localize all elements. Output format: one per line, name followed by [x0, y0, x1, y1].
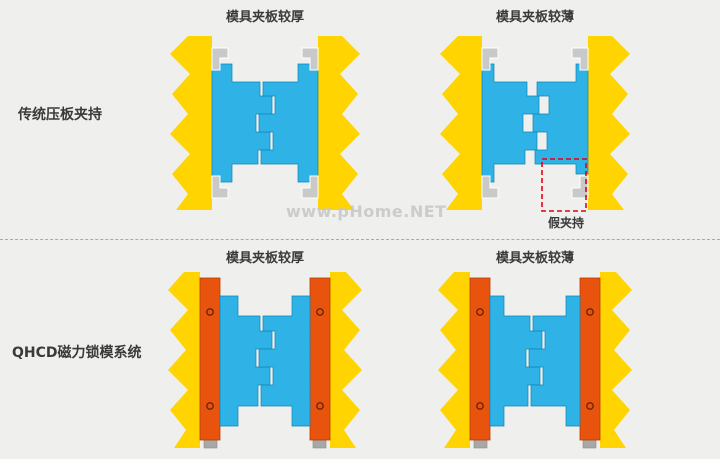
magnetic-chuck-left [199, 277, 221, 441]
section-label-magnetic-system: QHCD磁力锁模系统 [12, 345, 142, 361]
mold-half-left [211, 63, 273, 183]
platen-right [588, 36, 630, 210]
false-clamping-label: 假夹持 [547, 216, 584, 230]
clamp-bottom-left [211, 175, 229, 199]
diagram-traditional-thin [440, 36, 630, 212]
mold-half-left [489, 295, 543, 427]
mold-half-right [258, 295, 311, 427]
mold-half-left [219, 295, 273, 427]
platen-right [600, 272, 632, 448]
mold-half-right [528, 295, 581, 427]
clamp-top-right [571, 47, 589, 71]
magnetic-chuck-left [469, 277, 491, 441]
watermark-text: www.pHome.NET [286, 202, 447, 221]
title-traditional-thick: 模具夹板较厚 [225, 10, 304, 25]
bolt-icon [206, 402, 214, 410]
platen-left [440, 36, 482, 210]
title-traditional-thin: 模具夹板较薄 [495, 10, 574, 25]
magnetic-chuck-right [579, 277, 601, 441]
platen-left [438, 272, 470, 448]
bolt-icon [476, 308, 484, 316]
platen-left [168, 272, 200, 448]
clamp-bottom-right [571, 175, 589, 199]
mold-half-right [258, 63, 319, 183]
clamp-top-right [301, 47, 319, 71]
platen-right [330, 272, 362, 448]
bolt-icon [586, 308, 594, 316]
clamp-top-left [481, 47, 499, 71]
platen-left [170, 36, 212, 210]
bolt-icon [316, 308, 324, 316]
bolt-icon [206, 308, 214, 316]
magnetic-chuck-right [309, 277, 331, 441]
section-divider [0, 239, 720, 240]
clamp-top-left [211, 47, 229, 71]
clamp-bottom-right [301, 175, 319, 199]
bolt-icon [316, 402, 324, 410]
clamp-bottom-left [481, 175, 499, 199]
bolt-icon [476, 402, 484, 410]
title-magnetic-thin: 模具夹板较薄 [495, 251, 574, 266]
diagram-magnetic-thick [168, 272, 362, 449]
mold-half-left [481, 63, 540, 183]
diagram-magnetic-thin [438, 272, 632, 449]
mold-half-right [532, 63, 589, 175]
title-magnetic-thick: 模具夹板较厚 [225, 251, 304, 266]
bolt-icon [586, 402, 594, 410]
platen-right [318, 36, 360, 210]
diagram-traditional-thick [170, 36, 360, 210]
section-label-traditional-clamping: 传统压板夹持 [18, 107, 102, 123]
